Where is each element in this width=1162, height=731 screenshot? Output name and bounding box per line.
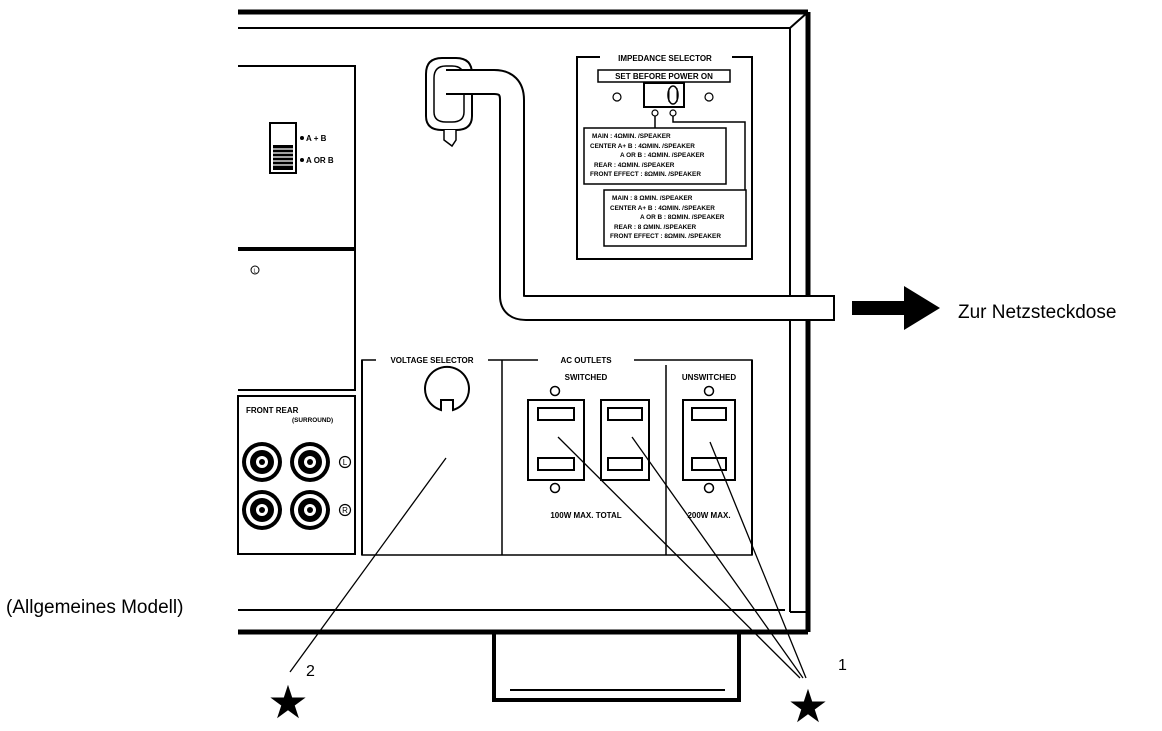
- jack-l-text: L: [343, 458, 348, 467]
- jack-r-marker: [338, 503, 352, 517]
- left-upper-panel: [238, 65, 356, 391]
- voltage-title-bg: [376, 354, 488, 366]
- power-cord: [425, 57, 835, 321]
- front-rear-panel: FRONT REAR (SURROUND) L R: [237, 395, 356, 555]
- imp2-row-center-ab: CENTER A+ B : 4ΩMIN. /SPEAKER: [610, 205, 715, 212]
- switch-dot-1: [300, 136, 304, 140]
- impedance-title: IMPEDANCE SELECTOR: [618, 54, 712, 63]
- ac-outlet-sockets: [527, 385, 736, 494]
- switch-dot-2: [300, 158, 304, 162]
- front-rear-subtitle: (SURROUND): [292, 417, 333, 424]
- unswitched-max-label: 200W MAX.: [687, 511, 730, 520]
- switch-option-a-plus-b: A + B: [306, 134, 327, 143]
- switch-option-a-or-b: A OR B: [306, 156, 334, 165]
- front-rear-title: FRONT REAR: [246, 406, 299, 415]
- impedance-switch[interactable]: [643, 82, 685, 108]
- imp2-row-front-effect: FRONT EFFECT : 8ΩMIN. /SPEAKER: [610, 233, 721, 240]
- imp2-row-center-aorb: A OR B : 8ΩMIN. /SPEAKER: [640, 214, 725, 221]
- arrow-to-outlet-icon: [852, 286, 940, 330]
- imp2-row-main: MAIN : 8 ΩMIN. /SPEAKER: [612, 195, 693, 202]
- voltage-selector-knob[interactable]: [424, 365, 470, 412]
- jack-l-marker: [338, 455, 352, 469]
- rca-jack[interactable]: [290, 490, 330, 530]
- rca-jacks: [242, 442, 330, 530]
- imp2-row-rear: REAR : 8 ΩMIN. /SPEAKER: [614, 224, 697, 231]
- impedance-table-2: MAIN : 8 ΩMIN. /SPEAKER CENTER A+ B : 4Ω…: [610, 195, 725, 240]
- rca-jack[interactable]: [242, 490, 282, 530]
- chassis-foot: [492, 630, 741, 702]
- note1-star-icon: ★: [787, 680, 828, 726]
- jack-r-text: R: [342, 506, 348, 515]
- impedance-selector-panel: IMPEDANCE SELECTOR SET BEFORE POWER ON M…: [576, 52, 753, 260]
- imp1-row-main: MAIN : 4ΩMIN. /SPEAKER: [592, 133, 671, 140]
- ac-title-bg: [538, 354, 634, 366]
- destination-label: Zur Netzsteckdose: [958, 302, 1116, 323]
- model-label: (Allgemeines Modell): [6, 597, 183, 618]
- rca-jack[interactable]: [242, 442, 282, 482]
- note2-star-icon: ★: [267, 676, 308, 726]
- pointer-lines: [289, 436, 807, 679]
- small-l-mark: [250, 265, 260, 275]
- ac-outlets-title: AC OUTLETS: [560, 356, 612, 365]
- imp1-row-center-ab: CENTER A+ B : 4ΩMIN. /SPEAKER: [590, 143, 695, 150]
- voltage-selector-title: VOLTAGE SELECTOR: [390, 356, 473, 365]
- unswitched-label: UNSWITCHED: [682, 373, 736, 382]
- imp1-row-rear: REAR : 4ΩMIN. /SPEAKER: [594, 162, 675, 169]
- impedance-table-1: MAIN : 4ΩMIN. /SPEAKER CENTER A+ B : 4ΩM…: [590, 133, 705, 178]
- speaker-switch[interactable]: [269, 122, 297, 174]
- switched-label: SWITCHED: [565, 373, 608, 382]
- imp1-row-center-aorb: A OR B : 4ΩMIN. /SPEAKER: [620, 152, 705, 159]
- note1-superscript: 1: [838, 657, 847, 674]
- rca-jack[interactable]: [290, 442, 330, 482]
- switched-max-label: 100W MAX. TOTAL: [550, 511, 621, 520]
- small-l-text: L: [253, 269, 256, 275]
- imp1-row-front-effect: FRONT EFFECT : 8ΩMIN. /SPEAKER: [590, 171, 701, 178]
- impedance-subtitle: SET BEFORE POWER ON: [615, 72, 713, 81]
- note2-superscript: 2: [306, 663, 315, 680]
